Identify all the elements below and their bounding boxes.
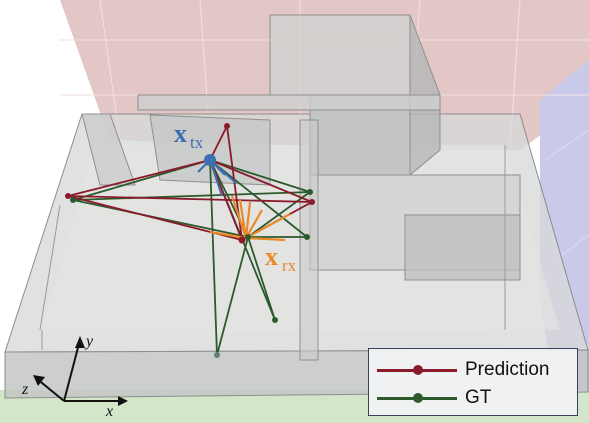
- axis-y-label: y: [84, 333, 94, 350]
- pred-path-5: [67, 195, 313, 203]
- partition-wall: [299, 119, 319, 361]
- rx-rays: [209, 195, 291, 242]
- legend-item-gt: GT: [377, 386, 577, 410]
- path-nodes: [65, 123, 315, 358]
- y-axis-arrowhead: [75, 336, 85, 348]
- gt-path-7: [72, 191, 311, 201]
- block-right-face: [404, 214, 521, 281]
- legend: Prediction GT: [368, 348, 578, 416]
- prediction-dot-swatch: [413, 365, 423, 375]
- legend-item-prediction: Prediction: [377, 358, 577, 382]
- tx-label-sub: tx: [190, 133, 204, 152]
- axis-x-label: x: [105, 403, 113, 420]
- left-partition: [81, 113, 136, 186]
- rx-label-main: x: [265, 242, 278, 271]
- z-axis-arrowhead: [33, 375, 45, 386]
- inner-back-panel: [137, 94, 441, 111]
- gt-dot-swatch: [413, 393, 423, 403]
- legend-label-gt: GT: [465, 387, 492, 408]
- tx-label-main: x: [174, 119, 187, 148]
- rx-label-sub: rx: [282, 256, 297, 275]
- x-axis-arrowhead: [118, 396, 128, 406]
- legend-label-prediction: Prediction: [465, 359, 550, 380]
- axis-z-label: z: [21, 381, 29, 398]
- tx-marker: [204, 154, 216, 166]
